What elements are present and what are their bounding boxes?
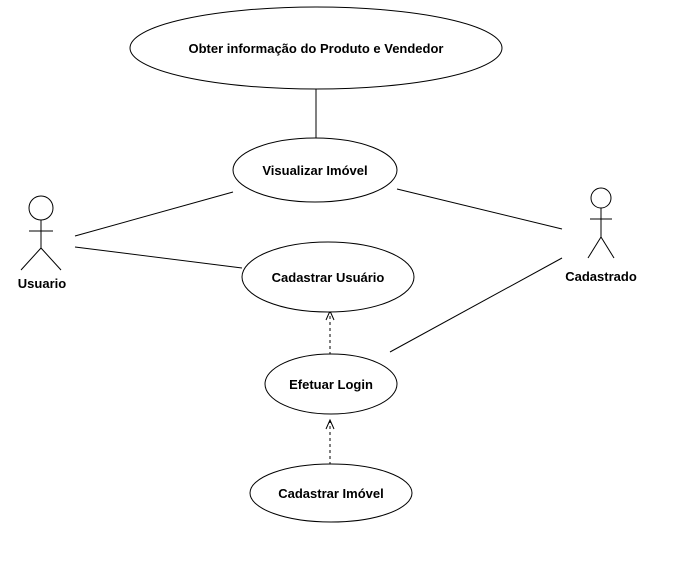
association-cadastrado-login <box>389 257 563 353</box>
use-case-label: Visualizar Imóvel <box>262 163 367 178</box>
actor-cadastrado[interactable]: Cadastrado <box>565 187 637 284</box>
use-case-efetuar-login[interactable]: Efetuar Login <box>264 353 398 415</box>
association-usuario-cadastrar-usuario <box>74 246 243 269</box>
association-usuario-visualizar <box>74 191 234 237</box>
use-case-label: Obter informação do Produto e Vendedor <box>189 41 444 56</box>
use-case-cadastrar-usuario[interactable]: Cadastrar Usuário <box>241 241 415 313</box>
dependency-login-to-cadastrar-usuario <box>325 309 335 355</box>
use-case-label: Efetuar Login <box>289 377 373 392</box>
stick-figure-icon <box>20 195 62 271</box>
use-case-visualizar-imovel[interactable]: Visualizar Imóvel <box>232 137 398 203</box>
use-case-obter-informacao[interactable]: Obter informação do Produto e Vendedor <box>129 6 503 90</box>
stick-figure-icon <box>587 187 615 259</box>
dependency-cadastrar-imovel-to-login <box>325 418 335 465</box>
use-case-label: Cadastrar Usuário <box>272 270 385 285</box>
use-case-label: Cadastrar Imóvel <box>278 486 384 501</box>
association-cadastrado-visualizar <box>396 188 563 230</box>
actor-label: Usuario <box>18 276 66 291</box>
actor-usuario[interactable]: Usuario <box>18 195 66 291</box>
use-case-cadastrar-imovel[interactable]: Cadastrar Imóvel <box>249 463 413 523</box>
actor-label: Cadastrado <box>565 269 637 284</box>
